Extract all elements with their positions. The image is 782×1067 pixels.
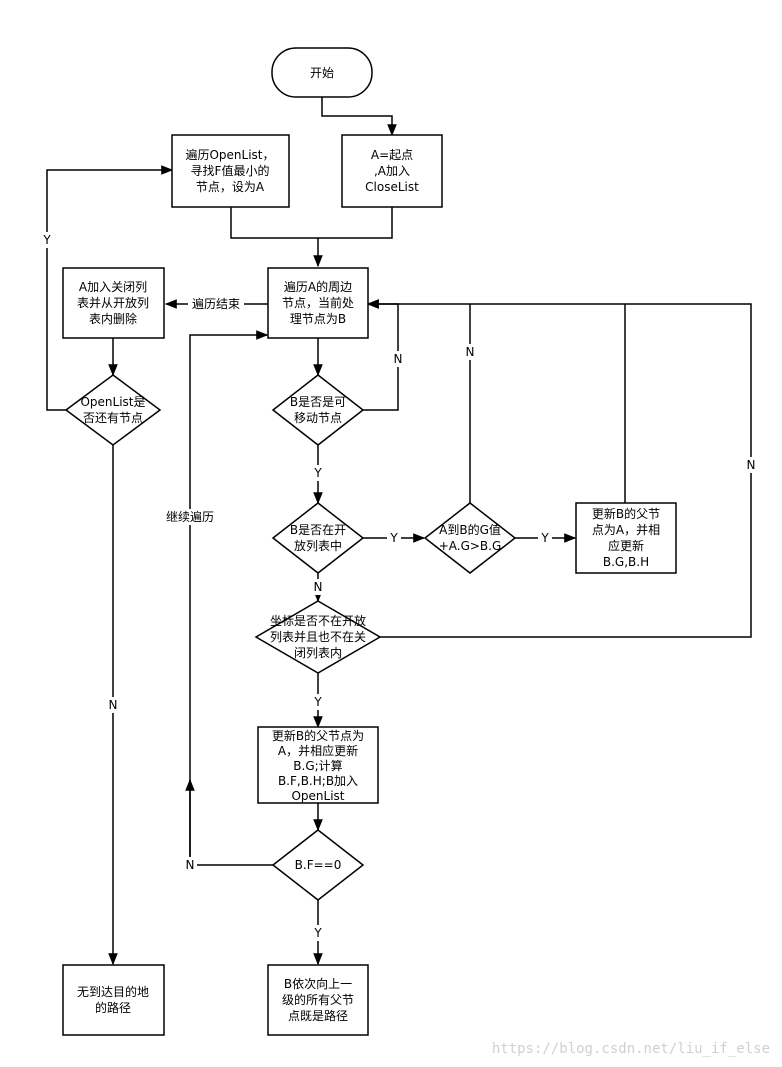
traverse-openlist-line-2: 寻找F值最小的 xyxy=(191,163,270,178)
update-parent-small-line-4: B.G,B.H xyxy=(603,555,649,569)
update-parent-small-box xyxy=(575,502,677,574)
label-n-bf: N xyxy=(186,858,195,872)
label-n-in-open: N xyxy=(314,580,323,594)
label-n-movable: N xyxy=(394,352,403,366)
g-compare-line-2: +A.G>B.G xyxy=(439,539,502,553)
no-path-box xyxy=(62,964,165,1036)
init-box xyxy=(341,134,443,208)
edge-start-to-init xyxy=(321,97,397,137)
openlist-has-line-1: OpenList是 xyxy=(80,395,145,409)
b-in-open-diamond xyxy=(271,502,365,574)
label-y-bf: Y xyxy=(313,926,322,940)
label-continue-traverse: 继续遍历 xyxy=(166,510,214,524)
b-in-open-line-2: 放列表中 xyxy=(294,538,342,553)
b-movable-line-2: 移动节点 xyxy=(294,411,342,425)
label-n-g-compare: N xyxy=(466,345,475,359)
b-in-open-line-1: B是否在开 xyxy=(290,523,346,537)
label-y-g-compare: Y xyxy=(540,531,549,545)
init-line-2: ,A加入 xyxy=(374,164,410,178)
label-y-not-in-lists: Y xyxy=(313,695,322,709)
no-path-line-2: 的路径 xyxy=(95,1000,131,1015)
close-a-line-1: A加入关闭列 xyxy=(79,280,147,294)
openlist-has-diamond xyxy=(64,374,162,446)
label-y-movable: Y xyxy=(313,466,322,480)
b-f-zero-label: B.F==0 xyxy=(295,858,342,872)
traverse-neighbors-line-1: 遍历A的周边 xyxy=(284,279,352,294)
edge-labels: 遍历结束 Y N N Y Y N Y N N Y N Y 继续遍历 xyxy=(40,232,758,941)
start-node xyxy=(271,47,373,98)
traverse-openlist-box xyxy=(171,134,290,208)
start-node-label: 开始 xyxy=(310,66,334,80)
edge-not-in-lists-n xyxy=(366,299,752,638)
traverse-neighbors-line-3: 理节点为B xyxy=(290,312,346,326)
traverse-openlist-line-1: 遍历OpenList， xyxy=(185,148,274,162)
openlist-has-line-2: 否还有节点 xyxy=(83,411,143,425)
not-in-lists-line-1: 坐标是否不在开放 xyxy=(270,613,366,628)
path-found-line-2: 级的所有父节 xyxy=(282,992,354,1007)
watermark: https://blog.csdn.net/liu_if_else xyxy=(491,1041,770,1057)
edge-openlist-y-loop xyxy=(46,165,174,411)
label-n-openlist: N xyxy=(109,698,118,712)
init-line-1: A=起点 xyxy=(371,148,413,162)
label-n-not-in-lists: N xyxy=(747,458,756,472)
b-movable-diamond xyxy=(271,374,365,446)
update-parent-small-line-1: 更新B的父节 xyxy=(592,506,660,521)
edges xyxy=(46,97,752,966)
edge-bf-n-continue xyxy=(189,330,273,866)
path-found-line-3: 点既是路径 xyxy=(288,1008,348,1023)
no-path-line-1: 无到达目的地 xyxy=(77,984,149,999)
g-compare-line-1: A到B的G值 xyxy=(439,522,501,537)
close-a-box xyxy=(62,267,165,339)
label-traverse-end: 遍历结束 xyxy=(192,297,240,311)
b-movable-line-1: B是否是可 xyxy=(290,395,346,409)
path-found-box xyxy=(267,964,369,1036)
traverse-openlist-line-3: 节点，设为A xyxy=(196,180,265,194)
update-parent-small-line-2: 点为A，并相 xyxy=(592,523,660,537)
edge-openlist-to-traverse xyxy=(230,207,323,268)
g-compare-diamond xyxy=(423,502,517,574)
not-in-lists-diamond xyxy=(254,600,382,674)
nodes: 开始 遍历OpenList， 寻找F值最小的 节点，设为A A=起点 ,A加入 … xyxy=(62,47,677,1036)
update-parent-big-line-2: A，并相应更新 xyxy=(278,743,358,758)
update-parent-big-line-3: B.G;计算 xyxy=(293,758,342,773)
update-parent-big-line-4: B.F,B.H;B加入 xyxy=(278,774,358,788)
traverse-neighbors-line-2: 节点，当前处 xyxy=(282,295,354,310)
not-in-lists-line-2: 列表并且也不在关 xyxy=(270,630,366,644)
close-a-line-3: 表内删除 xyxy=(89,311,137,326)
update-parent-big-line-1: 更新B的父节点为 xyxy=(272,728,364,743)
b-f-zero-diamond xyxy=(271,829,365,901)
traverse-neighbors-box xyxy=(267,267,369,339)
label-y-openlist: Y xyxy=(42,233,51,247)
update-parent-big-line-5: OpenList xyxy=(291,789,344,803)
label-y-in-open: Y xyxy=(389,531,398,545)
update-parent-big-box xyxy=(257,726,379,804)
update-parent-small-line-3: 应更新 xyxy=(608,538,644,553)
close-a-line-2: 表并从开放列 xyxy=(77,295,149,310)
not-in-lists-line-3: 闭列表内 xyxy=(294,646,342,660)
init-line-3: CloseList xyxy=(365,180,419,194)
path-found-line-1: B依次向上一 xyxy=(284,976,352,991)
edge-init-to-traverse xyxy=(318,207,393,239)
